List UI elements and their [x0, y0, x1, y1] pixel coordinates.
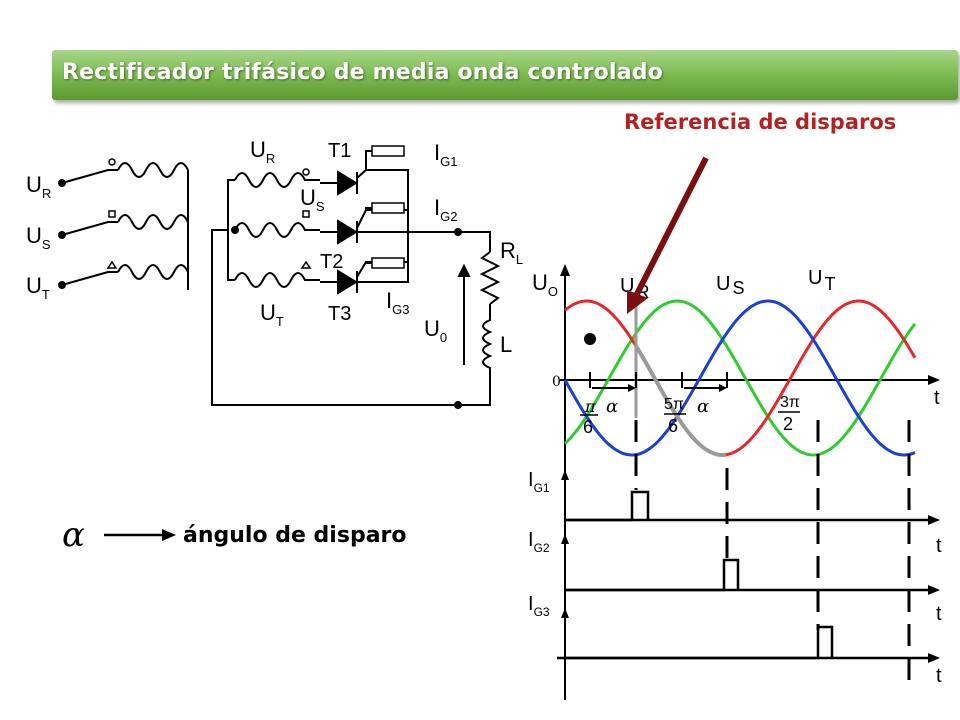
load-inductor: [458, 304, 493, 406]
alpha-intervals: [589, 372, 728, 392]
thyristors: [320, 145, 409, 295]
origin-label: 0: [552, 374, 561, 390]
label-ut: UT: [26, 273, 50, 302]
secondary-coil-s: [234, 222, 320, 238]
label-ig2: IG2: [434, 195, 457, 224]
alpha-legend: α: [62, 515, 176, 555]
wave-y-label: UO: [532, 270, 558, 299]
wave-ur: [564, 299, 917, 457]
label-ig1: IG1: [434, 140, 457, 169]
wave-ut: [563, 299, 916, 457]
label-sec-us: US: [300, 185, 325, 214]
angle-3pi2-num: 3π: [780, 394, 800, 411]
alpha-mark-2: α: [697, 396, 709, 417]
angle-5pi6-num: 5π: [664, 396, 684, 413]
angle-pi6-den: 6: [583, 417, 593, 437]
label-u0: U0: [424, 316, 447, 345]
angle-marks: π 6 α 5π 6 α 3π 2: [580, 394, 800, 437]
gate-axis-label-1: t: [936, 535, 942, 557]
wave-curves: [563, 299, 917, 457]
label-t2: T2: [320, 251, 343, 273]
circuit-labels: UR US UT UR US UT T1 T2 T3 IG1 IG2 IG3 R…: [26, 137, 523, 357]
label-ur: UR: [26, 172, 51, 201]
load: [357, 228, 501, 409]
alpha-mark-1: α: [606, 396, 618, 417]
alpha-meaning: ángulo de disparo: [183, 523, 407, 548]
reference-label: Referencia de disparos: [624, 110, 897, 134]
circuit-diagram: [58, 145, 501, 409]
slide-title: Rectificador trifásico de media onda con…: [62, 60, 664, 85]
gate-label-ig3: IG3: [528, 593, 550, 619]
firing-reference-dot: [584, 333, 596, 345]
wave-us: [563, 299, 917, 457]
gate-label-ig1: IG1: [528, 469, 550, 495]
angle-pi6-num: π: [584, 397, 596, 416]
angle-3pi2-den: 2: [783, 414, 793, 434]
primary-coil-r: [117, 162, 189, 178]
angle-5pi6-den: 6: [668, 416, 678, 436]
load-resistor: [479, 251, 501, 305]
thyristor-t3: [337, 269, 358, 295]
gate-pulses: [557, 470, 940, 663]
thyristor-t2: [337, 219, 358, 245]
alpha-symbol: α: [62, 515, 85, 555]
label-sec-ur: UR: [250, 137, 275, 166]
secondary-coil-t: [234, 272, 320, 288]
secondary-coil-r: [234, 172, 320, 188]
gate-axis-label-3: t: [936, 665, 942, 687]
thyristor-t1: [337, 170, 358, 196]
primary-coil-s: [117, 214, 189, 230]
secondary-coils: [211, 168, 458, 406]
primary-coil-t: [117, 264, 189, 280]
gate-pulse-ig1: [565, 490, 650, 522]
firing-dashes: [634, 420, 911, 690]
reference-arrow: [627, 156, 709, 314]
wave-x-label: t: [934, 387, 940, 409]
gate-pulse-ig3: [565, 625, 834, 660]
output-voltage-segment: [634, 344, 727, 457]
label-ig3: IG3: [386, 288, 409, 317]
label-sec-ut: UT: [260, 300, 284, 329]
label-t1: T1: [328, 140, 351, 162]
title-bar: Rectificador trifásico de media onda con…: [52, 50, 958, 100]
label-rl: RL: [500, 238, 523, 267]
label-t3: T3: [328, 303, 351, 325]
output-highlight: [634, 306, 727, 457]
input-terminals: [58, 169, 118, 289]
gate-axis-label-2: t: [936, 603, 942, 625]
label-l: L: [500, 332, 512, 357]
gate-label-ig2: IG2: [528, 529, 550, 555]
gate-pulse-ig2: [565, 558, 740, 592]
primary-coils: [106, 158, 189, 290]
label-us: US: [26, 223, 51, 252]
